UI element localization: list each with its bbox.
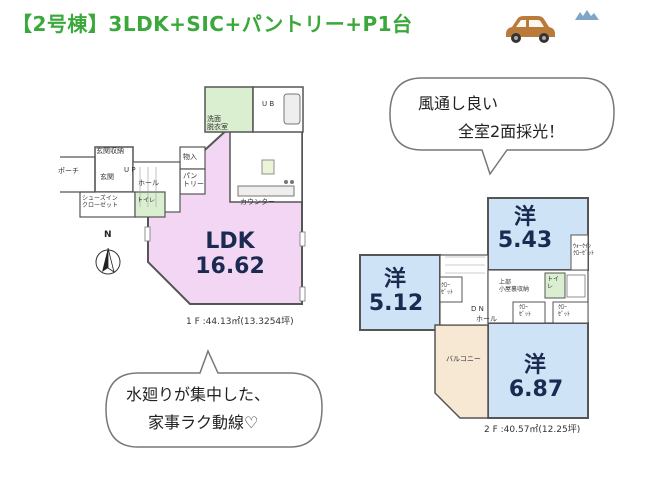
bottom-bubble-line1: 水廻りが集中した、 xyxy=(126,385,271,404)
room3-label: 洋 xyxy=(523,353,546,378)
balcony-area xyxy=(434,324,489,419)
room3-size: 6.87 xyxy=(508,377,564,402)
attic-label: 上部 小屋裏収納 xyxy=(499,279,530,293)
top-bubble-line2: 全室2面採光！ xyxy=(458,122,565,141)
closet-b-area xyxy=(552,301,589,324)
closet-a-area xyxy=(512,301,546,324)
storage-label: 物入 xyxy=(183,153,197,161)
page-title: 【2号棟】3LDK+SIC+パントリー+P1台 xyxy=(12,12,413,36)
compass-n-label: N xyxy=(104,230,112,240)
top-speech-bubble xyxy=(389,77,615,176)
ldk-size: 16.62 xyxy=(195,254,265,279)
room1-label: 洋 xyxy=(513,205,536,230)
top-bubble-line1: 風通し良い xyxy=(418,94,499,113)
bottom-bubble-line2: 家事ラク動線♡ xyxy=(148,413,259,432)
washroom-label: 洗面 脱衣室 xyxy=(207,115,228,131)
closet-left-label: ｸﾛｰ ｾﾞｯﾄ xyxy=(441,282,454,296)
ub-label: U B xyxy=(262,100,275,108)
floor2-area: 2 F :40.57㎡(12.25坪) xyxy=(484,425,581,435)
balcony-label: バルコニー xyxy=(446,355,481,363)
porch-label: ポーチ xyxy=(58,167,79,175)
bottom-speech-bubble xyxy=(105,349,323,448)
entrance-storage-label: 玄関収納 xyxy=(96,147,124,155)
ldk-label: LDK xyxy=(205,229,255,254)
hall-label: ホール xyxy=(138,179,159,187)
shoes-closet-label: シューズイン クローゼット xyxy=(82,195,119,209)
counter-label: カウンター xyxy=(240,198,275,206)
floor1-plan xyxy=(60,86,306,305)
pantry-area xyxy=(179,168,206,195)
toilet-2f-label: トイ レ xyxy=(547,276,560,290)
floor2-plan xyxy=(359,197,589,419)
room1-size: 5.43 xyxy=(497,228,553,253)
floor1-area: 1 F :44.13㎡(13.3254坪) xyxy=(186,317,294,327)
car-icon xyxy=(506,16,555,43)
room2-label: 洋 xyxy=(383,267,406,292)
closet-b-label: ｸﾛｰ ｾﾞｯﾄ xyxy=(558,304,571,318)
entrance-label: 玄関 xyxy=(100,173,114,181)
toilet-2f-area xyxy=(544,272,566,299)
western-room-2 xyxy=(359,254,441,331)
pantry-label: パン トリー xyxy=(183,172,204,188)
up-label: U P xyxy=(124,166,136,174)
toilet-label: トイレ xyxy=(137,197,156,204)
closet-a-label: ｸﾛｰ ｾﾞｯﾄ xyxy=(519,304,532,318)
closet-left-area xyxy=(439,276,463,303)
compass-icon xyxy=(95,247,121,275)
room2-size: 5.12 xyxy=(368,291,424,316)
walkin-closet-area xyxy=(570,234,589,271)
dn-label: D N xyxy=(471,305,484,313)
mountain-logo-icon xyxy=(575,10,599,20)
walkin-closet-label: ｳｫｰｸｲﾝ ｸﾛｰｾﾞｯﾄ xyxy=(573,243,595,257)
hall-2f-label: ホール xyxy=(476,315,497,323)
